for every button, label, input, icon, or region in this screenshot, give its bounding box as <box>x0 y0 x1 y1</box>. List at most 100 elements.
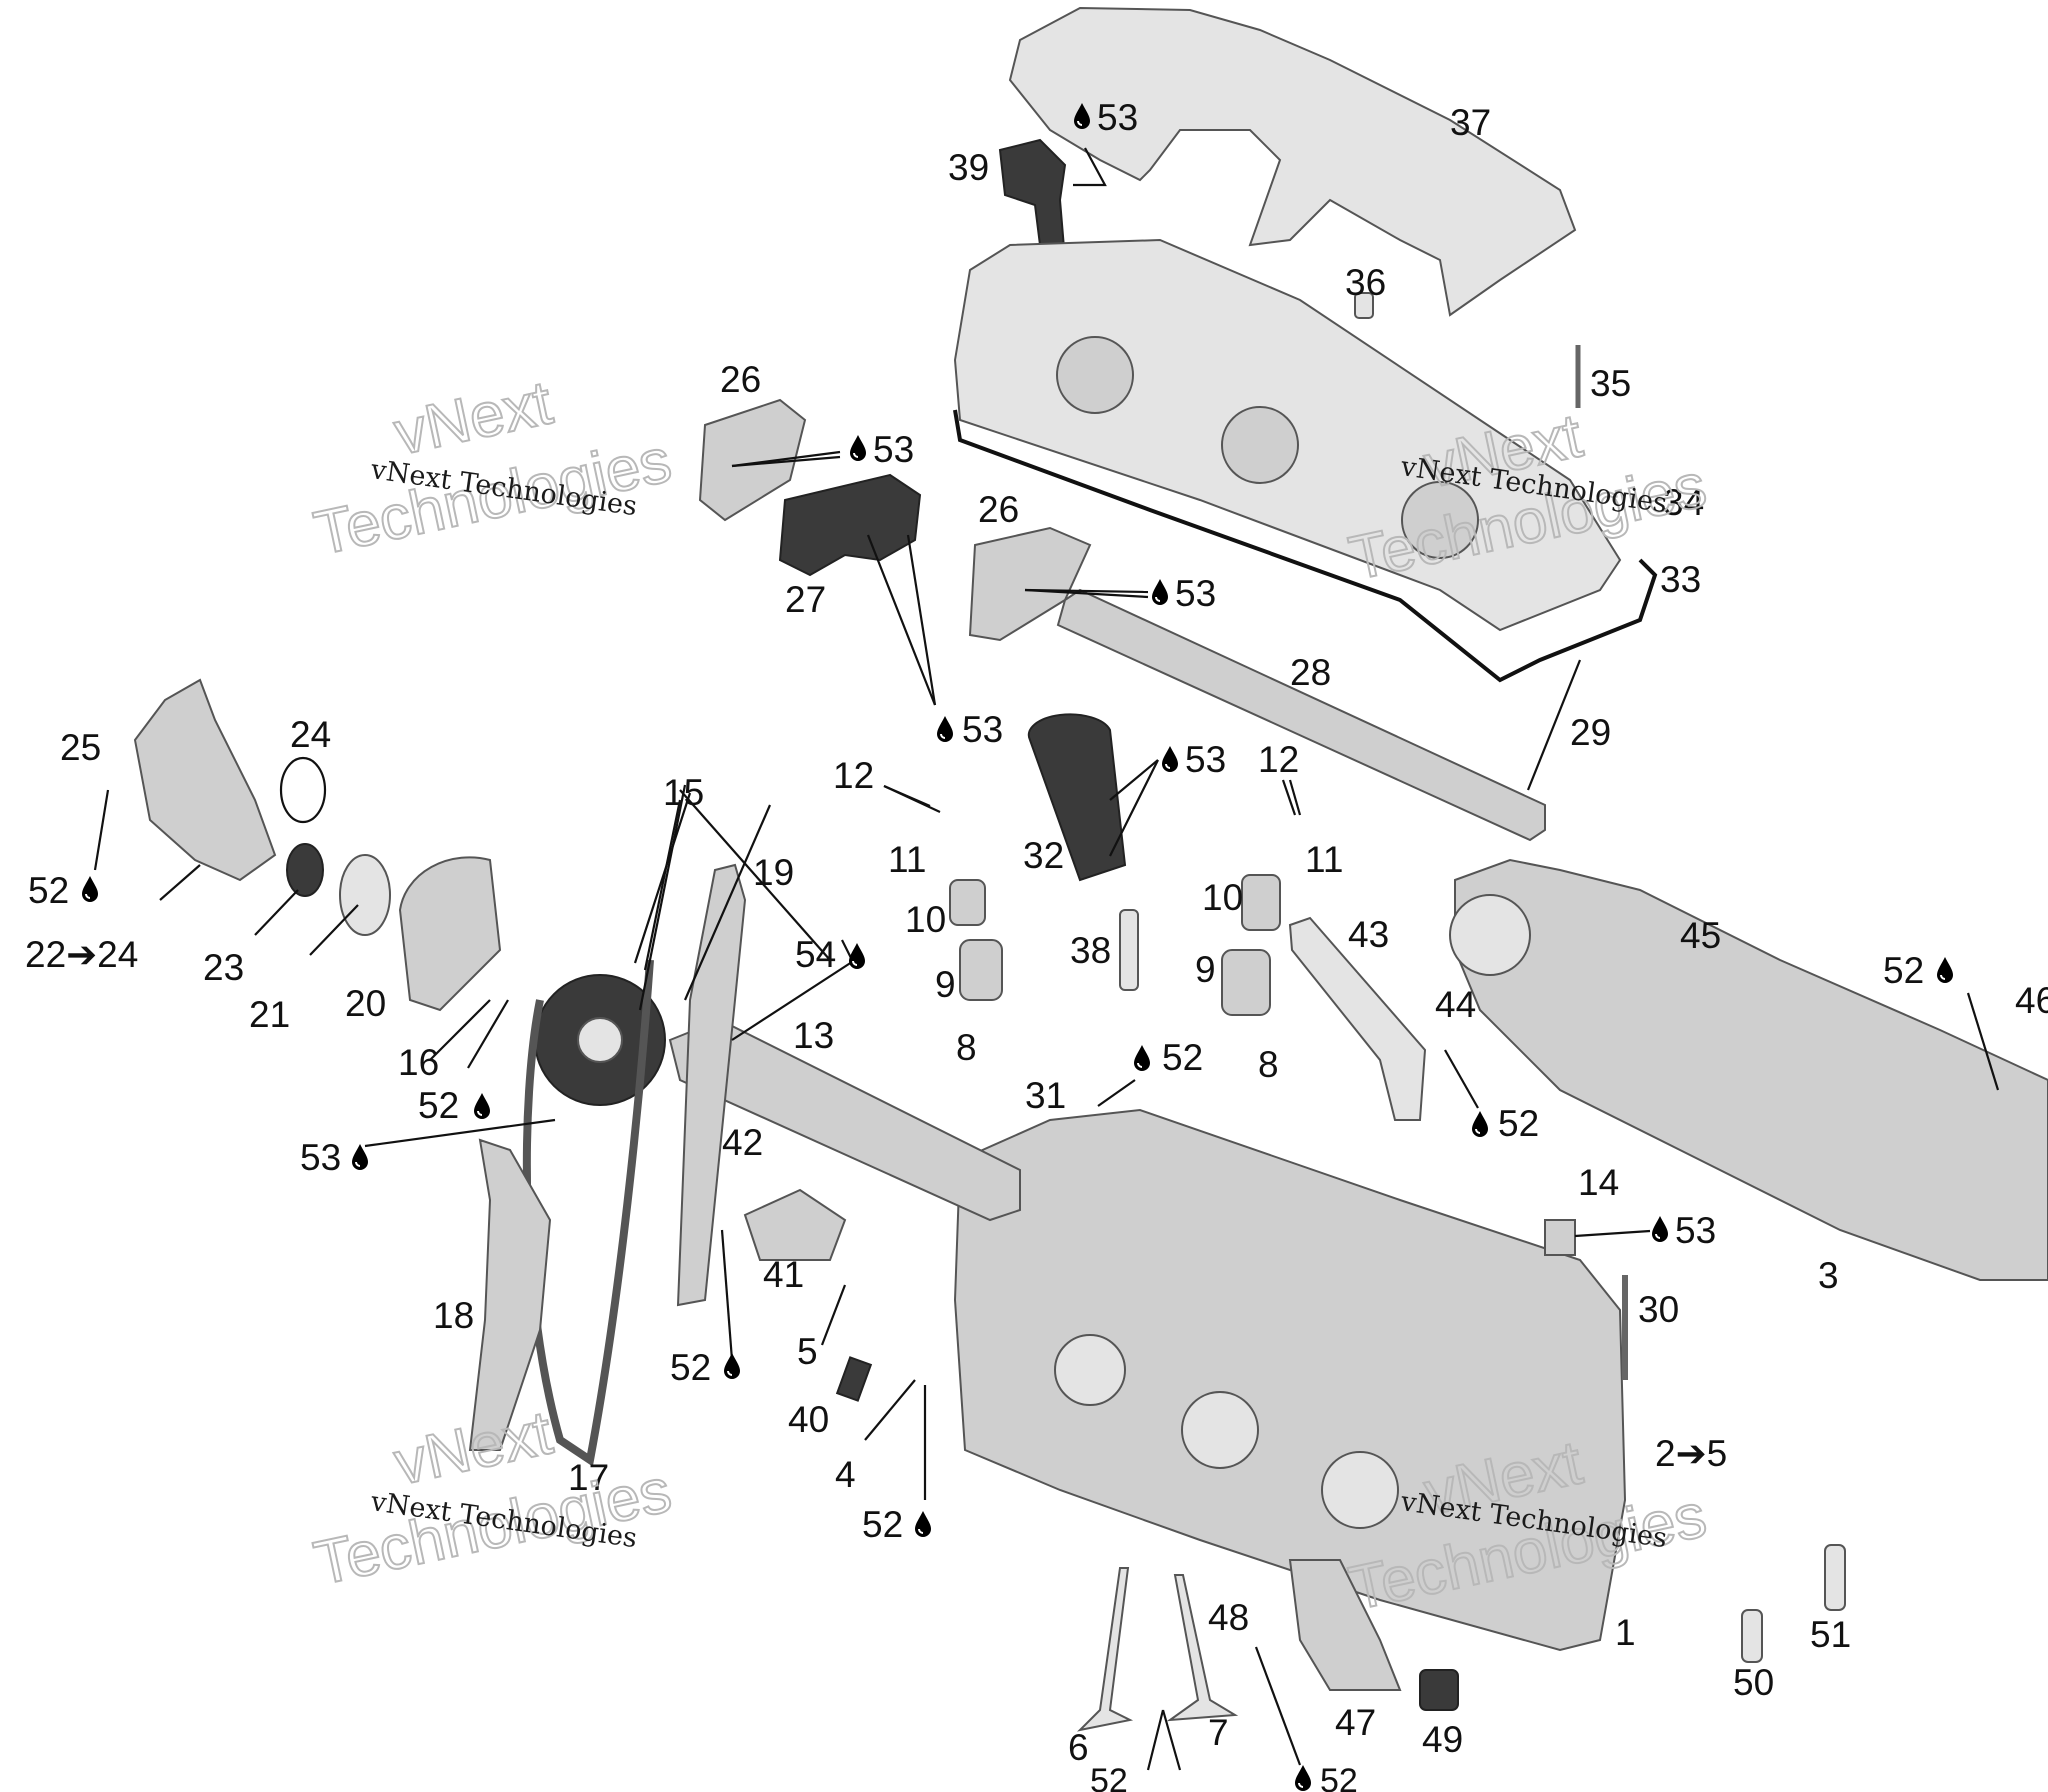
callout-27: 27 <box>785 579 826 620</box>
valve-spring-part-9b <box>1221 949 1271 1016</box>
callout-9a: 9 <box>935 964 956 1005</box>
oil-drop-icon <box>1161 745 1179 773</box>
oil-drop-icon <box>473 1092 491 1120</box>
callout-39: 39 <box>948 147 989 188</box>
oil-drop-icon <box>914 1510 932 1538</box>
intake-manifold-part <box>1454 858 2048 1281</box>
callout-17: 17 <box>568 1457 609 1498</box>
callout-44: 44 <box>1435 984 1476 1025</box>
callout-52c: 52 <box>670 1347 711 1388</box>
callout-11b: 11 <box>1305 839 1343 880</box>
callout-53e: 53 <box>1185 739 1226 780</box>
callout-52d: 52 <box>862 1504 903 1545</box>
rocker-arm-part-left <box>698 398 807 522</box>
callout-14: 14 <box>1578 1162 1619 1203</box>
callout-49: 49 <box>1422 1719 1463 1760</box>
callout-54: 54 <box>795 934 836 975</box>
clip-part-14 <box>1544 1219 1576 1256</box>
callout-52b: 52 <box>418 1085 459 1126</box>
spark-plug-tube-part <box>1027 713 1127 882</box>
callout-6: 6 <box>1068 1727 1089 1768</box>
callout-31: 31 <box>1025 1075 1066 1116</box>
callout-2-to-5: 2➔5 <box>1655 1433 1727 1474</box>
callout-53g: 53 <box>1675 1210 1716 1251</box>
callout-46: 46 <box>2015 980 2048 1021</box>
plug-part-49 <box>1419 1669 1459 1711</box>
parts-artwork <box>133 6 2048 1732</box>
o-ring-part <box>279 756 327 824</box>
rocker-shaft-part <box>1056 588 1546 842</box>
callout-53a: 53 <box>1097 97 1138 138</box>
valve-spring-part-10b <box>1241 874 1281 931</box>
callout-52e: 52 <box>1162 1037 1203 1078</box>
callout-23: 23 <box>203 947 244 988</box>
callout-15: 15 <box>663 772 704 813</box>
callout-11a: 11 <box>888 839 926 880</box>
callout-37: 37 <box>1450 102 1491 143</box>
callout-53d: 53 <box>962 709 1003 750</box>
callout-8b: 8 <box>1258 1044 1279 1085</box>
valve-part-7 <box>1166 1574 1239 1722</box>
callout-10a: 10 <box>905 899 946 940</box>
oil-drop-icon <box>1936 956 1954 984</box>
callout-26a: 26 <box>720 359 761 400</box>
callout-52g: 52 <box>1883 950 1924 991</box>
callout-48: 48 <box>1208 1597 1249 1638</box>
callout-18: 18 <box>433 1295 474 1336</box>
callout-33: 33 <box>1660 559 1701 600</box>
callout-42: 42 <box>722 1122 763 1163</box>
callout-40: 40 <box>788 1399 829 1440</box>
oil-drop-icon <box>1471 1110 1489 1138</box>
oil-drop-icon <box>1151 578 1169 606</box>
callout-5: 5 <box>797 1331 818 1372</box>
seal-part-21 <box>339 854 391 936</box>
spark-plug-part <box>1119 909 1139 991</box>
callout-52h: 52 <box>1320 1762 1358 1792</box>
callout-12b: 12 <box>1258 739 1299 780</box>
callout-9b: 9 <box>1195 949 1216 990</box>
callout-51: 51 <box>1810 1614 1851 1655</box>
callout-13: 13 <box>793 1015 834 1056</box>
callout-52f: 52 <box>1498 1103 1539 1144</box>
chain-guide-part <box>468 1138 552 1451</box>
callout-7: 7 <box>1208 1712 1229 1753</box>
oil-drop-icon <box>723 1352 741 1380</box>
oil-drop-icon <box>848 942 866 970</box>
bracket-part <box>1288 916 1427 1121</box>
callout-53f: 53 <box>300 1137 341 1178</box>
oil-drop-icon <box>351 1143 369 1171</box>
callout-26b: 26 <box>978 489 1019 530</box>
callout-52a: 52 <box>28 870 69 911</box>
callout-25: 25 <box>60 727 101 768</box>
callout-8a: 8 <box>956 1027 977 1068</box>
callout-19: 19 <box>753 852 794 893</box>
callout-53b: 53 <box>873 429 914 470</box>
callout-4: 4 <box>835 1454 856 1495</box>
callout-10b: 10 <box>1202 877 1243 918</box>
coolant-housing-part <box>133 678 277 882</box>
callout-29: 29 <box>1570 712 1611 753</box>
tensioner-part <box>743 1188 847 1261</box>
timing-chain-part <box>522 959 654 1467</box>
callout-1: 1 <box>1615 1612 1636 1653</box>
top-cover-part <box>1008 6 1577 317</box>
callout-34: 34 <box>1663 482 1704 523</box>
valve-spring-part-9a <box>959 939 1003 1001</box>
valve-spring-part-10a <box>949 879 986 926</box>
chain-tensioner-guide-part <box>676 863 747 1307</box>
callout-41: 41 <box>763 1254 804 1295</box>
lifting-eye-part <box>1288 1559 1402 1691</box>
valve-part-6 <box>1076 1567 1134 1732</box>
rocker-arm-part-27 <box>778 473 922 577</box>
cylinder-head-part <box>953 1108 1627 1652</box>
callout-24a: 24 <box>290 714 331 755</box>
seal-part-23 <box>286 843 324 897</box>
callout-16: 16 <box>398 1042 439 1083</box>
callout-labels: 1 2➔5 3 4 5 6 7 8 8 9 9 10 10 11 11 12 1… <box>25 97 2048 1792</box>
pin-part-50 <box>1741 1609 1763 1663</box>
sensor-part <box>835 1356 873 1402</box>
pin-part-51 <box>1824 1544 1846 1611</box>
callout-50: 50 <box>1733 1662 1774 1703</box>
oil-drop-icon <box>1294 1764 1312 1792</box>
